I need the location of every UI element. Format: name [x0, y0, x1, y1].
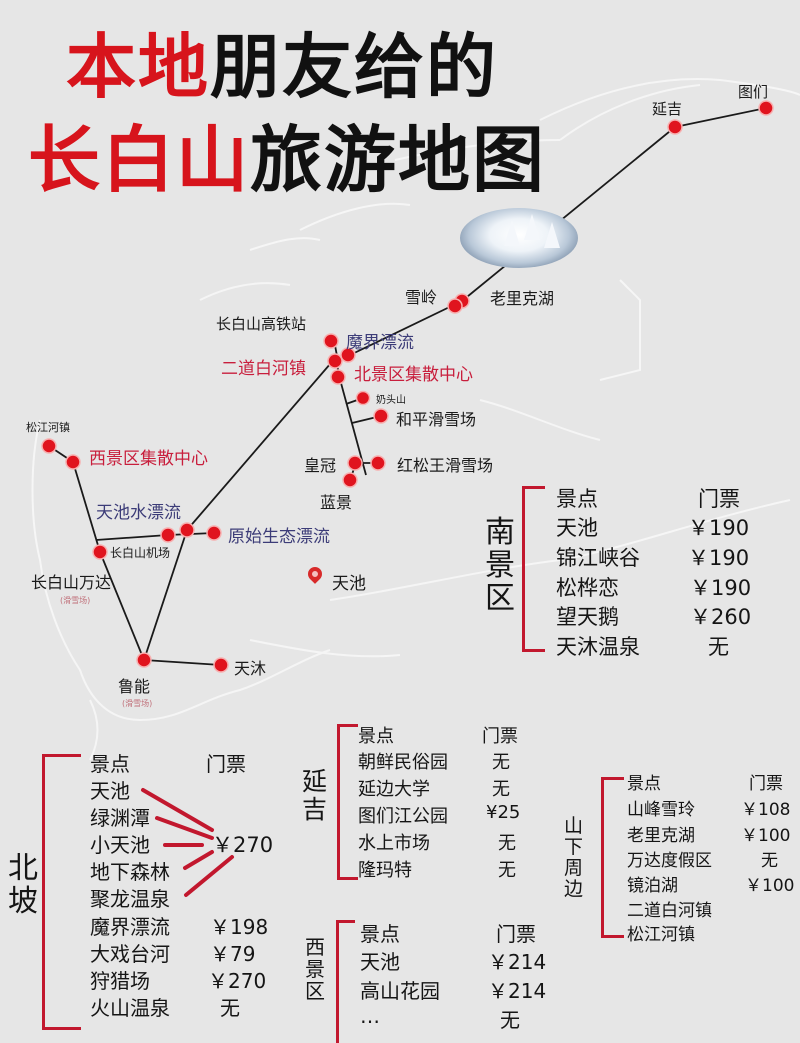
- node-huangguan: [348, 456, 362, 470]
- label-beijingqu: 北景区集散中心: [354, 360, 473, 385]
- node-lanjing: [343, 473, 357, 487]
- node-gaotiezhan: [324, 334, 338, 348]
- node-yuanshi: [207, 526, 221, 540]
- shared-price: ￥270: [212, 829, 273, 859]
- node-heping: [374, 409, 388, 423]
- label-jichang: 长白山机场: [110, 544, 170, 561]
- node-xueling: [448, 299, 462, 313]
- label-huangguan: 皇冠: [304, 452, 336, 476]
- label-songjianghe: 松江河镇: [26, 419, 70, 435]
- bracket-west: [336, 920, 355, 1043]
- label-yanji: 延吉: [652, 98, 682, 119]
- node-jichang: [93, 545, 107, 559]
- label-tianchishui: 天池水漂流: [96, 498, 181, 523]
- label-gaotiezhan: 长白山高铁站: [216, 313, 306, 334]
- title-highlight-2: 长白山: [28, 118, 250, 202]
- label-xijingqu: 西景区集散中心: [89, 444, 208, 469]
- bracket-foothill: [601, 777, 624, 938]
- node-tianmu: [214, 658, 228, 672]
- label-heping: 和平滑雪场: [396, 406, 476, 430]
- title-text-2: 旅游地图: [250, 118, 546, 202]
- node-xijingqu: [66, 455, 80, 469]
- label-erdaobaihe: 二道白河镇: [221, 354, 306, 379]
- region-label-yanji: 延吉: [302, 768, 327, 823]
- bracket-north: [42, 754, 81, 1030]
- node-beijingqu: [331, 370, 345, 384]
- snow-forest-photo: [460, 208, 578, 268]
- label-yuanshi: 原始生态漂流: [228, 522, 330, 547]
- title-highlight-1: 本地: [66, 26, 210, 108]
- label-luneng: 鲁能: [118, 673, 150, 697]
- node-tumen: [759, 101, 773, 115]
- label-wanda-note: (滑雪场): [60, 595, 90, 606]
- title-line-1: 本地朋友给的: [66, 22, 498, 112]
- node-naitoushan: [357, 392, 370, 405]
- label-wanda: 长白山万达: [31, 569, 111, 593]
- label-lanjing: 蓝景: [320, 489, 352, 513]
- region-label-north: 北坡: [8, 852, 38, 918]
- title-text-1: 朋友给的: [210, 26, 498, 108]
- node-luneng: [137, 653, 151, 667]
- label-naitoushan: 奶头山: [376, 391, 406, 406]
- node-tianchishui: [161, 528, 175, 542]
- region-label-west: 西景区: [305, 936, 325, 1002]
- label-hongsongwang: 红松王滑雪场: [397, 452, 493, 476]
- node-songjianghe: [42, 439, 56, 453]
- region-label-foothill: 山下周边: [564, 816, 583, 900]
- title-line-2: 长白山旅游地图: [28, 112, 546, 208]
- label-luneng-note: (滑雪场): [122, 698, 152, 709]
- header-price: 门票: [698, 483, 740, 513]
- bracket-yanji: [337, 724, 358, 880]
- region-label-south: 南景区: [485, 516, 515, 615]
- label-xueling: 雪岭: [405, 284, 437, 308]
- label-tianmu: 天沐: [234, 655, 266, 679]
- label-tumen: 图们: [738, 81, 768, 102]
- node-erdaobaihe: [328, 354, 342, 368]
- node-junction: [180, 523, 194, 537]
- label-laolikehu: 老里克湖: [490, 285, 554, 309]
- node-yanji: [668, 120, 682, 134]
- node-hongsongwang: [371, 456, 385, 470]
- label-mojiepiaoliu: 魔界漂流: [346, 328, 414, 353]
- bracket-south: [522, 486, 545, 652]
- label-tianchi: 天池: [332, 569, 366, 594]
- header-name: 景点: [556, 483, 598, 513]
